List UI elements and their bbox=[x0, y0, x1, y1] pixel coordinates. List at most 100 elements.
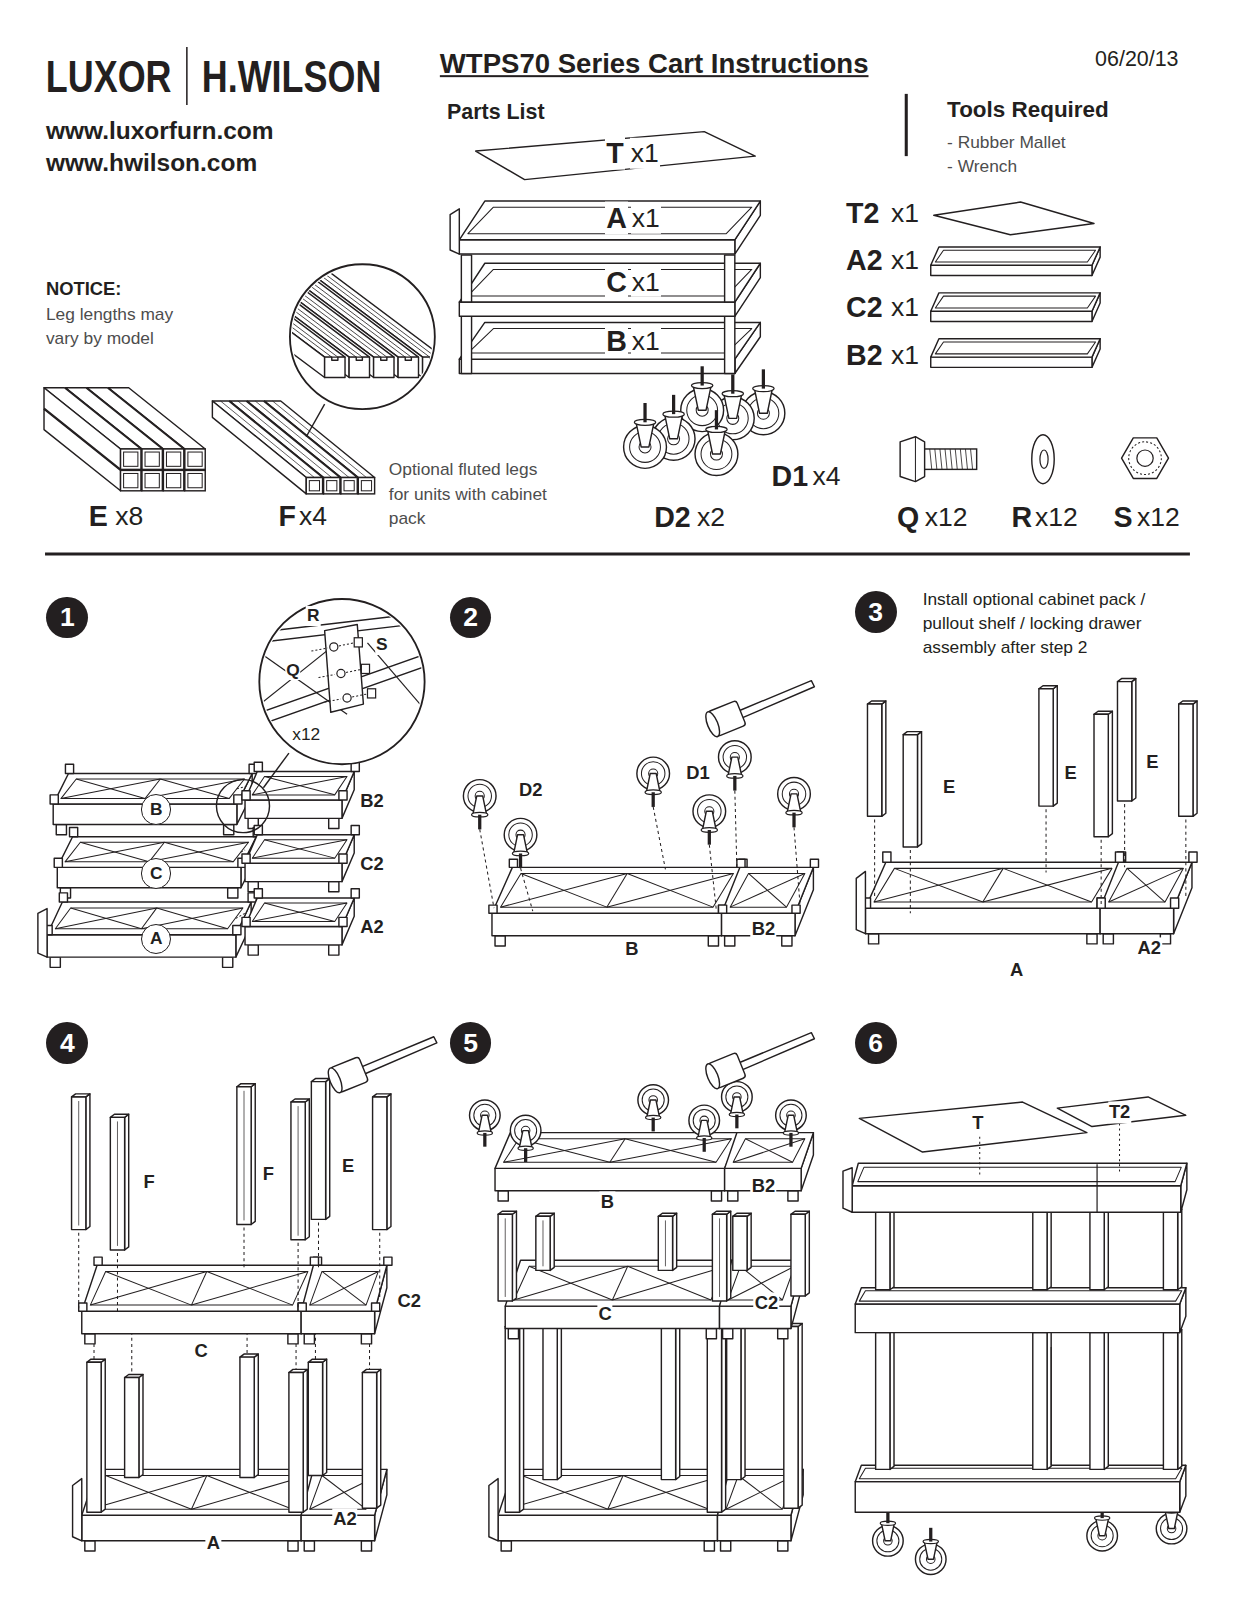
tube-hole bbox=[124, 452, 138, 466]
corner-post bbox=[792, 905, 800, 913]
part-callout: A2 bbox=[1136, 938, 1161, 959]
part-quantity: x2 bbox=[696, 502, 726, 533]
shelf-foot bbox=[304, 1334, 314, 1344]
caster-fork bbox=[724, 394, 742, 419]
part-quantity: x1 bbox=[631, 203, 661, 234]
hex-nut bbox=[1122, 438, 1169, 479]
shelf-frame bbox=[719, 859, 819, 946]
part-quantity: x12 bbox=[1034, 502, 1079, 533]
top-plate bbox=[476, 132, 756, 180]
flute-groove bbox=[215, 265, 337, 357]
shelf-foot bbox=[721, 1541, 731, 1551]
shelf-brace bbox=[191, 1271, 307, 1305]
leg bbox=[1163, 1209, 1181, 1290]
caster-fork bbox=[636, 422, 654, 447]
leg-flute bbox=[542, 1220, 543, 1266]
step-number-circle: 2 bbox=[450, 597, 492, 639]
part-callout: C2 bbox=[754, 1293, 779, 1314]
caster-stem bbox=[708, 830, 711, 845]
shelf-foot bbox=[711, 1191, 721, 1201]
tube-end bbox=[142, 449, 162, 469]
corner-post bbox=[351, 826, 359, 835]
bolt-thread bbox=[955, 449, 957, 469]
caster-stem bbox=[478, 815, 481, 830]
corner-post bbox=[70, 828, 78, 837]
mallet-head bbox=[325, 1057, 368, 1095]
shelf-frame bbox=[931, 293, 1100, 322]
guide-dash bbox=[318, 1222, 319, 1267]
mallet-handle bbox=[360, 1037, 437, 1075]
shelf-brace bbox=[623, 1476, 709, 1510]
shelf-brace bbox=[1127, 868, 1165, 902]
caster bbox=[719, 741, 752, 791]
part-letter-circle: B bbox=[141, 794, 172, 825]
shelf-foot bbox=[498, 1191, 508, 1201]
shelf-foot bbox=[778, 1541, 788, 1551]
shelf-foot bbox=[228, 888, 238, 898]
bolt-dash bbox=[311, 648, 327, 651]
tube-hole bbox=[166, 452, 180, 466]
corner-post bbox=[94, 1257, 102, 1265]
tube-end bbox=[185, 449, 205, 469]
guide-dash bbox=[1185, 819, 1186, 898]
leg-front bbox=[791, 1214, 805, 1296]
shelf-brace bbox=[730, 873, 805, 907]
shelf-divider bbox=[1096, 1164, 1097, 1212]
shelf-brace bbox=[310, 1271, 379, 1305]
shelf-top bbox=[722, 867, 814, 913]
nut bbox=[361, 664, 369, 673]
bolt-head bbox=[900, 437, 924, 482]
caster bbox=[624, 403, 667, 468]
shelf-foot bbox=[782, 936, 792, 946]
shelf-foot bbox=[788, 1191, 798, 1201]
leg-front bbox=[1117, 682, 1131, 801]
part-letter: A2 bbox=[845, 244, 884, 277]
leg bbox=[291, 1099, 309, 1240]
node-label: 5 bbox=[463, 1030, 478, 1057]
leg-tube bbox=[44, 388, 141, 470]
mallet-face bbox=[703, 1062, 722, 1090]
tube-hole bbox=[188, 473, 202, 487]
guide-dash bbox=[244, 1228, 245, 1268]
corner-post bbox=[351, 889, 359, 898]
shelf-front bbox=[931, 265, 1092, 275]
section-heading: Parts List bbox=[446, 100, 546, 125]
shelf-brace bbox=[207, 1271, 293, 1305]
leg bbox=[733, 1213, 751, 1270]
corner-post bbox=[298, 1303, 306, 1311]
leg-front bbox=[1090, 1212, 1104, 1290]
nut-dash bbox=[346, 669, 361, 672]
guide-dash bbox=[480, 829, 494, 908]
corner-post bbox=[298, 1303, 306, 1311]
leg bbox=[505, 1323, 523, 1512]
shelf-rim bbox=[507, 1476, 725, 1510]
leg bbox=[87, 1359, 105, 1512]
shelf-rim bbox=[733, 1139, 805, 1162]
shelf-handle bbox=[450, 209, 459, 254]
part-callout: B bbox=[624, 939, 639, 960]
mallet-head bbox=[703, 700, 746, 738]
corner-post bbox=[310, 1257, 318, 1265]
top-plate bbox=[1057, 1097, 1186, 1127]
shelf-rim bbox=[859, 1291, 1181, 1301]
leg bbox=[240, 1354, 258, 1477]
tube-end bbox=[163, 470, 183, 490]
shelf-foot bbox=[1087, 934, 1097, 944]
frame-brace bbox=[260, 643, 337, 704]
corner-post bbox=[242, 917, 250, 926]
alignment-dash bbox=[241, 850, 245, 852]
fluted-leg-end bbox=[398, 357, 418, 377]
shelf-front bbox=[855, 1482, 1179, 1513]
leg-front bbox=[291, 1102, 305, 1240]
bolt bbox=[337, 669, 345, 677]
leg bbox=[237, 1084, 255, 1225]
caster bbox=[778, 778, 811, 828]
rubber-mallet bbox=[325, 1037, 436, 1095]
corner-post bbox=[254, 889, 262, 898]
section-heading: Tools Required bbox=[946, 97, 1110, 123]
corner-post bbox=[737, 859, 745, 867]
part-letter: A bbox=[605, 202, 628, 235]
part-letter: R bbox=[1010, 501, 1033, 534]
guide-dash bbox=[1124, 804, 1125, 867]
caster-stem bbox=[672, 395, 675, 414]
